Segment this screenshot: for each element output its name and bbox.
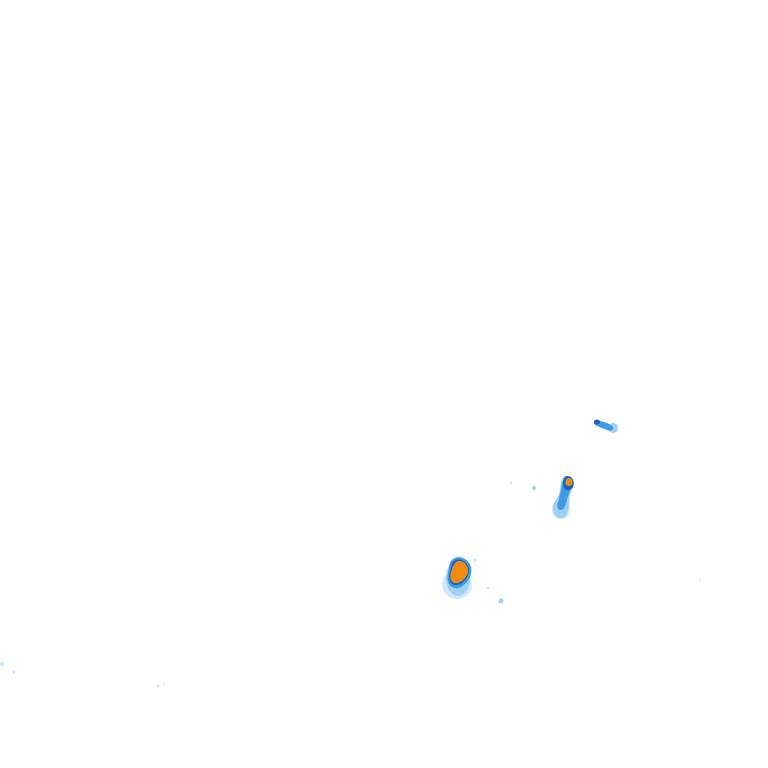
speckle (486, 586, 490, 590)
speckle (162, 682, 166, 686)
speckle (532, 486, 536, 490)
echo-heavy (594, 419, 600, 425)
speckle (509, 481, 513, 485)
echo-cell-north (594, 419, 618, 433)
echo-speckles (0, 481, 702, 688)
echo-intense (565, 478, 573, 486)
speckle (698, 578, 702, 582)
speckle (473, 558, 477, 562)
speckle (12, 670, 16, 674)
speckle (0, 662, 4, 666)
echo-cell-middle (552, 476, 574, 519)
echo-cell-south (442, 557, 472, 599)
echo-intense (450, 560, 469, 584)
speckle (498, 598, 504, 604)
speckle (156, 684, 160, 688)
